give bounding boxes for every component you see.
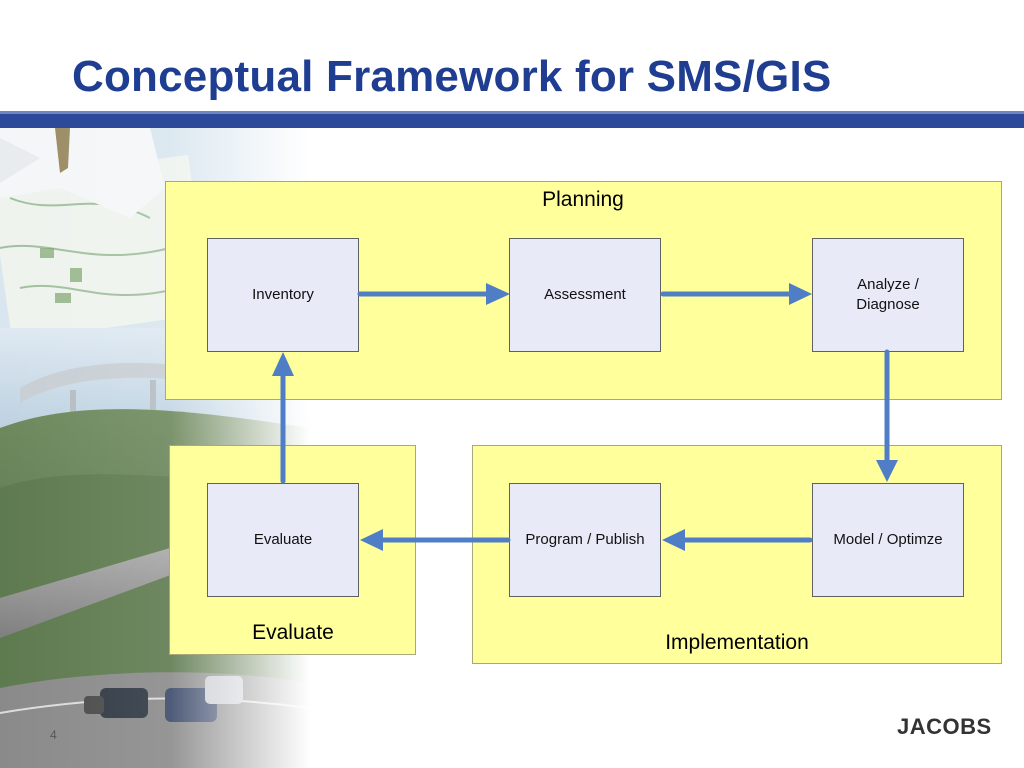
model-optimize-node-label: Model / Optimze	[833, 531, 943, 548]
assessment-node-label: Assessment	[544, 286, 626, 303]
jacobs-logo: JACOBS	[897, 714, 992, 739]
implementation-region-label: Implementation	[665, 631, 809, 654]
planning-region-label: Planning	[542, 188, 624, 211]
evaluate-region-label: Evaluate	[252, 621, 334, 644]
page-number: 4	[50, 728, 57, 742]
evaluate-node: Evaluate	[207, 483, 359, 597]
program-publish-node-label: Program / Publish	[525, 531, 645, 548]
analyze-diagnose-node-label: Analyze / Diagnose	[856, 276, 920, 313]
model-optimize-node: Model / Optimze	[812, 483, 964, 597]
slide-title: Conceptual Framework for SMS/GIS	[72, 52, 832, 101]
program-publish-node: Program / Publish	[509, 483, 661, 597]
inventory-node: Inventory	[207, 238, 359, 352]
title-rule-highlight	[0, 111, 1024, 114]
assessment-node: Assessment	[509, 238, 661, 352]
evaluate-node-label: Evaluate	[253, 531, 313, 548]
analyze-diagnose-node: Analyze / Diagnose	[812, 238, 964, 352]
title-rule	[0, 114, 1024, 128]
inventory-node-label: Inventory	[252, 286, 314, 303]
